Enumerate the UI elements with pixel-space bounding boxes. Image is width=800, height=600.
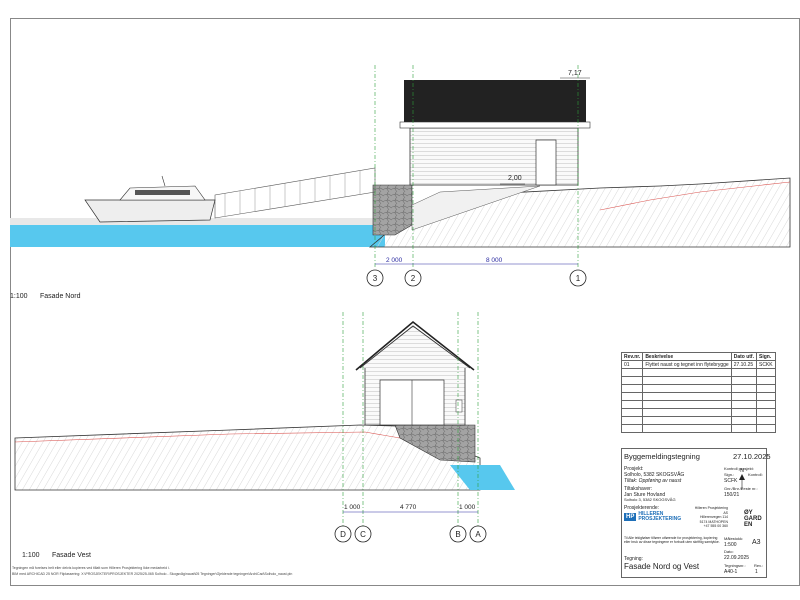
designer-address: Hilleren Prosjektering AS Hilleren­vegen… [694,506,728,528]
north-terrain-line [599,181,791,211]
north-grid-bubble-2: 2 [404,269,422,287]
designer-label: Prosjekterende: [624,505,660,511]
west-shed-gable [359,325,471,369]
north-foundation-slope [411,185,541,231]
table-row [620,376,776,385]
north-boat-mast [161,175,166,187]
table-row [620,368,776,377]
scale-label: Målestokk: [724,536,744,541]
svg-text:C: C [360,530,366,539]
north-caption-title: Fasade Nord [40,293,81,300]
table-row [620,392,776,401]
date-value: 22.09.2025 [724,555,750,561]
west-grid-lines [342,312,479,528]
svg-text:N: N [740,468,744,474]
owner-name: Jan Sture Hovland [624,492,666,498]
north-boat-windows [135,190,190,195]
partner-logo: ØY GARD EN [744,510,762,528]
disclaimer: Til Alle tekigfølser tilfører utførende … [624,536,720,544]
west-caption-scale: 1:100 [22,552,40,559]
north-water [10,225,385,247]
north-dim-1: 2 000 [386,257,403,264]
kontroll-label: Kontroll: [748,472,763,477]
project-name: Solholo, 5382 SKOGSVÅG [624,472,685,478]
number-label: Tegningsnr.: [724,563,746,568]
north-caption-scale: 1:100 [10,293,28,300]
west-caption-title: Fasade Vest [52,552,91,559]
designer-logo-mark: HP [624,513,637,521]
svg-text:B: B [455,530,460,539]
stage-title: Byggemeldingstegning [624,452,700,461]
west-grid-bubble-a: A [469,525,487,543]
control-label: Kontroll prosjekt: [724,466,754,471]
svg-text:2: 2 [411,274,416,283]
revision-table: Rev.nr. Beskrivelse Dato utf. Sign. 01 F… [620,352,776,433]
project-label: Prosjekt: [624,466,644,472]
west-dim-2: 4 770 [400,504,417,511]
drawing-label: Tegning: [624,556,643,562]
owner-address: Solholo 3, 5382 SKOGSVÅG [624,497,676,502]
gnr-value: 150/21 [724,492,740,498]
west-window [455,399,463,413]
svg-text:3: 3 [373,274,378,283]
stage-date: 27.10.2025 [733,452,771,461]
rev-value: 1 [755,569,758,575]
north-level-floor: 2,00 [508,175,522,182]
footer-file-path: BIM med ARCHICAD 25 NOR Filplassering: X… [12,572,293,576]
north-arrow-icon: N [739,468,745,490]
north-boat-hull [84,199,216,223]
north-stone-foundation [372,184,413,236]
date-label: Dato: [724,549,734,554]
sign-label: Sign.: [724,472,735,477]
scale-value: 1:500 [724,542,737,548]
west-dim-3: 1 000 [459,504,476,511]
table-row [620,400,776,409]
table-row: 01 Flyttet naust og tegnet inn flytebryg… [620,360,776,369]
table-row [620,408,776,417]
svg-text:A: A [475,530,481,539]
west-grid-bubble-c: C [354,525,372,543]
west-grid-bubble-d: D [334,525,352,543]
north-grid-bubble-1: 1 [569,269,587,287]
project-subtitle: Tiltak: Oppføring av naust [624,478,682,484]
north-shed-door [535,139,557,186]
table-row [620,384,776,393]
north-roof-eave [399,121,591,129]
owner-label: Tiltakshaver: [624,486,653,492]
revision-header-row: Rev.nr. Beskrivelse Dato utf. Sign. [620,352,776,361]
north-grid-lines [374,65,579,268]
gnr-label: Gnr./Bnr./Feste nr.: [724,486,758,491]
drawing-title: Fasade Nord og Vest [624,562,700,571]
svg-text:D: D [340,530,346,539]
north-grid-bubble-3: 3 [366,269,384,287]
title-block-frame [621,448,767,578]
footer-note: Tegningen må forelses helt eller delvis … [12,566,170,570]
north-gangway [214,167,376,219]
sign-value: SCFK [724,478,738,484]
number-value: A40-1 [724,569,738,575]
designer-logo-line1: HILLEREN [638,511,664,517]
north-level-roof: 7,17 [568,70,582,77]
designer-logo-line2: PROSJEKTERING [638,516,682,522]
designer-logo: HP HILLEREN PROSJEKTERING [624,512,681,522]
format-value: A3 [752,539,761,546]
table-row [620,416,776,425]
west-dim-1: 1 000 [344,504,361,511]
west-roof-edge [355,320,475,371]
north-dim-2: 8 000 [486,257,503,264]
west-water [450,465,515,490]
north-gangway-rails [224,171,361,216]
north-roof [404,80,586,122]
svg-text:1: 1 [576,274,581,283]
west-grid-bubble-b: B [449,525,467,543]
table-row [620,424,776,433]
north-seabed-strip [10,218,385,225]
rev-label: Rev.: [754,563,764,568]
